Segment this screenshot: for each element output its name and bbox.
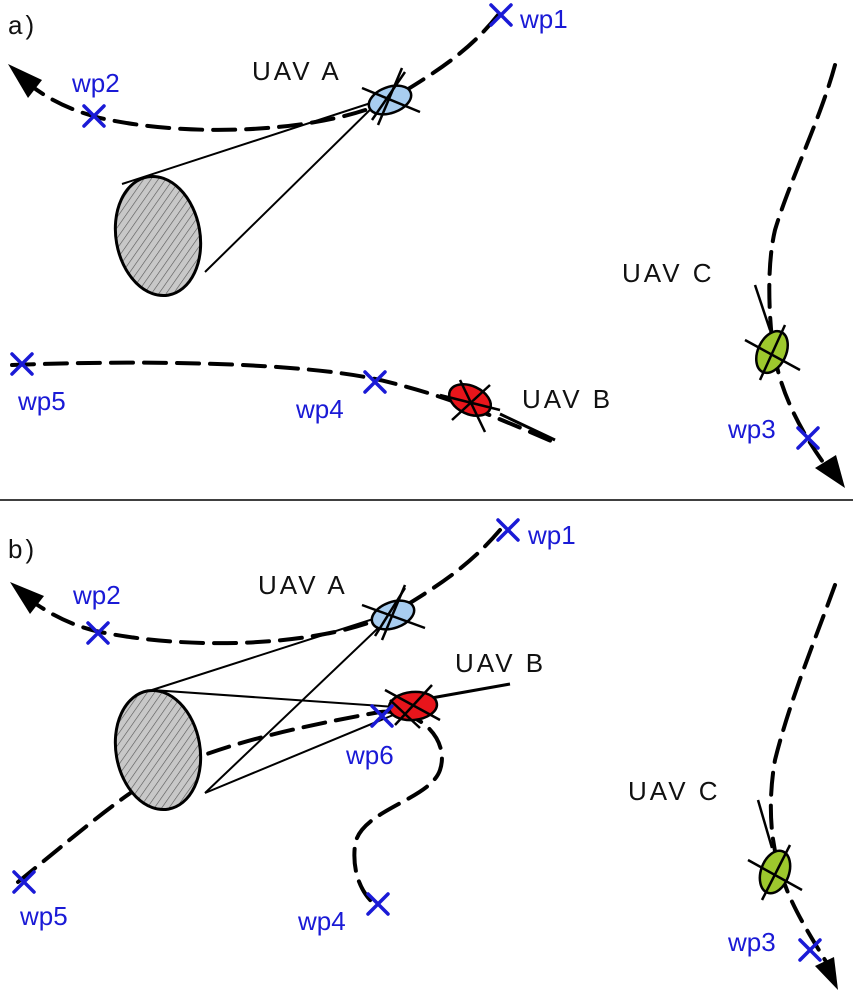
uav-c-label: UAV C xyxy=(628,776,721,806)
waypoint-marker-wp6 xyxy=(370,704,394,728)
wp3-label: wp3 xyxy=(727,414,776,444)
uav-b-label: UAV B xyxy=(455,648,546,678)
uav-b-icon xyxy=(384,684,441,729)
uav-c-arrowhead xyxy=(815,957,838,990)
uav-b-heading-line xyxy=(499,412,556,442)
panel-a: a) xyxy=(8,3,845,488)
uav-a-label: UAV A xyxy=(258,570,348,600)
waypoint-marker-wp5 xyxy=(10,352,34,376)
uav-a-icon xyxy=(361,584,426,641)
wp3-label: wp3 xyxy=(727,927,776,957)
wp4-label: wp4 xyxy=(297,906,346,936)
uav-c-icon xyxy=(744,284,801,381)
uav-c-arrowhead xyxy=(815,455,845,488)
uav-a-arrowhead xyxy=(10,582,44,614)
waypoint-marker-wp4 xyxy=(366,892,390,916)
wp1-label: wp1 xyxy=(527,520,576,550)
panel-b: b) xyxy=(8,518,838,990)
wp6-label: wp6 xyxy=(345,740,394,770)
sensor-cone-edge-a xyxy=(204,611,396,794)
waypoint-marker-wp1 xyxy=(489,3,513,27)
sensor-cone-edge-b xyxy=(151,689,411,709)
wp5-label: wp5 xyxy=(17,386,66,416)
waypoint-marker-wp3 xyxy=(798,938,822,962)
waypoint-marker-wp5 xyxy=(12,870,36,894)
sensor-cone-edge xyxy=(121,99,381,185)
wp2-label: wp2 xyxy=(71,68,120,98)
uav-a-path xyxy=(28,13,500,132)
uav-a-icon xyxy=(361,67,421,126)
uav-a-arrowhead xyxy=(8,64,42,98)
wp4-label: wp4 xyxy=(295,394,344,424)
waypoint-marker-wp4 xyxy=(363,370,387,394)
sensor-cone-edge-a xyxy=(151,611,396,691)
uav-c-label: UAV C xyxy=(622,258,715,288)
wp5-label: wp5 xyxy=(19,901,68,931)
uav-b-label: UAV B xyxy=(522,384,613,414)
waypoint-marker-wp1 xyxy=(496,518,520,542)
sensor-cone-edge xyxy=(204,99,381,273)
panel-b-label: b) xyxy=(8,534,37,564)
sensor-footprint xyxy=(113,174,203,298)
uav-a-label: UAV A xyxy=(252,56,342,86)
wp1-label: wp1 xyxy=(519,4,568,34)
uav-a-path xyxy=(28,528,502,646)
waypoint-marker-wp2 xyxy=(86,621,110,645)
uav-c-icon xyxy=(747,799,803,901)
uav-b-icon xyxy=(439,379,501,433)
waypoint-marker-wp2 xyxy=(82,104,106,128)
wp2-label: wp2 xyxy=(72,580,121,610)
uav-c-path xyxy=(768,583,837,967)
waypoint-marker-wp3 xyxy=(796,426,820,450)
sensor-footprint xyxy=(113,688,203,812)
panel-a-label: a) xyxy=(8,10,37,40)
uav-c-path xyxy=(767,63,837,467)
